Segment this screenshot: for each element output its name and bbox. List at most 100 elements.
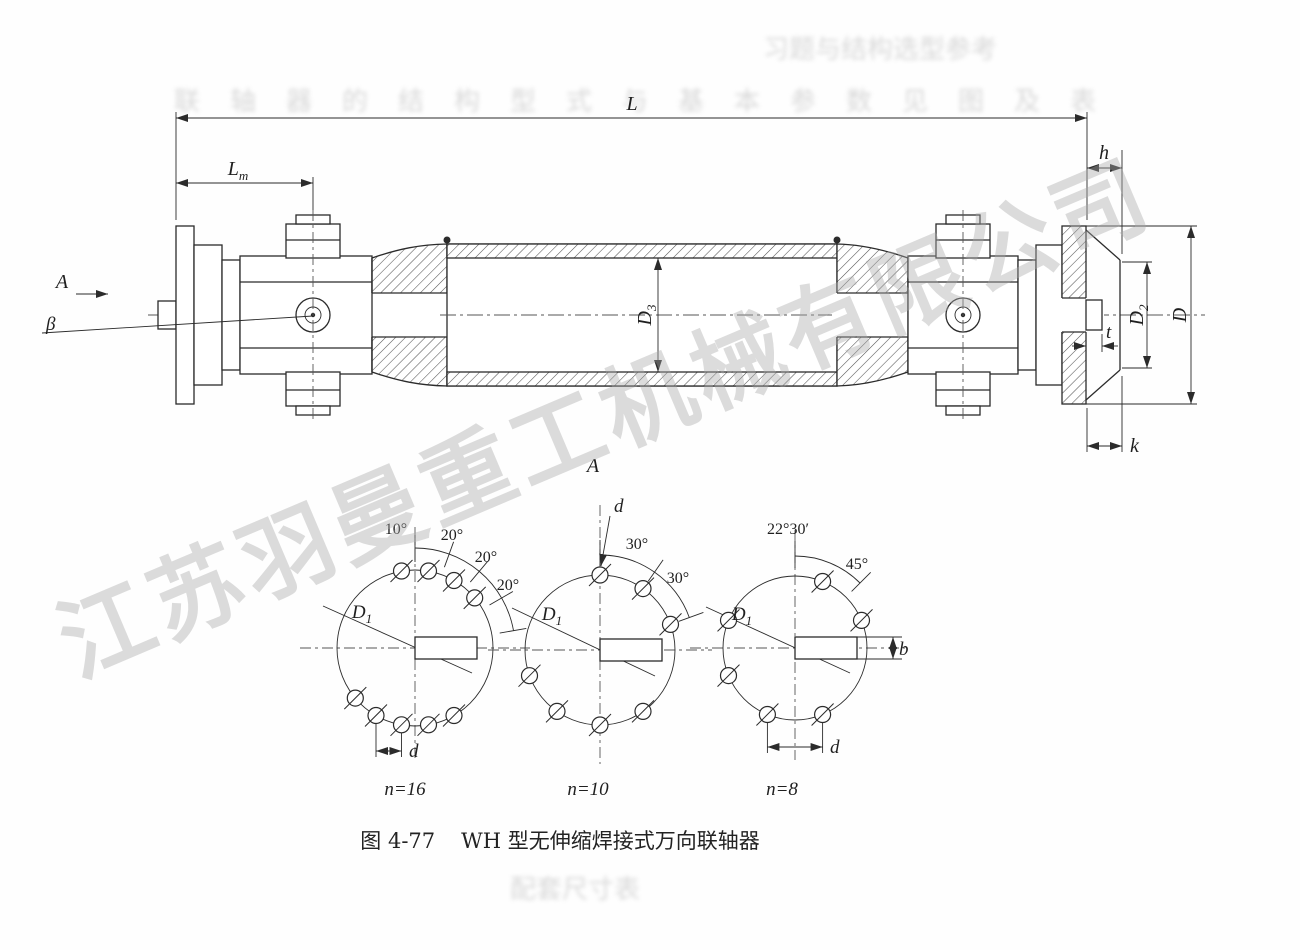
dim-D1-label: D1 bbox=[541, 604, 562, 628]
angle-label: 20° bbox=[475, 549, 497, 566]
bolt-hole bbox=[442, 704, 466, 727]
page-bleed-through: 习题与结构选型参考 联轴器的结构型式与基本参数见图及表 配套尺寸表 bbox=[174, 35, 1126, 905]
bolt-hole bbox=[811, 703, 834, 726]
beta-angle-label: β bbox=[45, 314, 56, 335]
detail-view-n10: d 30° 30° D1 n=10 bbox=[488, 496, 712, 800]
dim-h-label: h bbox=[1099, 142, 1109, 164]
dim-D1-label: D1 bbox=[731, 604, 752, 628]
dim-D3-main: D bbox=[634, 310, 656, 326]
dim-D1-sub: 1 bbox=[746, 613, 753, 628]
dim-D2-label: D2 bbox=[1126, 304, 1151, 326]
detail-section-A-label: A bbox=[585, 455, 600, 477]
bolt-hole bbox=[588, 713, 612, 737]
flange-dish-top bbox=[1085, 229, 1121, 261]
bolt-hole bbox=[390, 559, 413, 583]
dim-t-label: t bbox=[1106, 322, 1112, 343]
bolt-hole bbox=[390, 713, 413, 737]
bolt-hole bbox=[631, 577, 655, 600]
D1-diameter-line bbox=[511, 607, 656, 677]
dim-D-label: D bbox=[1169, 307, 1191, 323]
dim-d-label: d bbox=[409, 741, 419, 762]
angle-label: 30° bbox=[626, 536, 648, 553]
bolt-hole bbox=[417, 559, 440, 583]
right-flange-assembly bbox=[1017, 225, 1121, 405]
angle-label: 22°30′ bbox=[767, 521, 809, 538]
left-weld-flare bbox=[366, 243, 452, 387]
bolt-hole bbox=[442, 569, 466, 592]
dim-L-label: L bbox=[625, 93, 637, 115]
dim-k-label: k bbox=[1130, 435, 1140, 457]
bleed-text-2: 联轴器的结构型式与基本参数见图及表 bbox=[174, 87, 1126, 117]
bolt-hole bbox=[717, 664, 740, 687]
beta-angle-line bbox=[41, 315, 314, 334]
tube-wall-top bbox=[446, 243, 838, 259]
weld-dot-left bbox=[443, 236, 451, 244]
bolt-hole bbox=[463, 586, 487, 610]
watermark-text: 江苏羽曼重工机械有限公司 bbox=[44, 140, 1168, 698]
figure-caption-title: WH 型无伸缩焊接式万向联轴器 bbox=[461, 829, 760, 853]
dim-Lm-main: L bbox=[227, 158, 239, 180]
hole-count-label: n=16 bbox=[384, 779, 426, 800]
angle-label: 10° bbox=[385, 521, 407, 538]
figure-caption-number: 图 4-77 bbox=[360, 829, 435, 853]
bolt-hole bbox=[756, 703, 779, 726]
left-flange-plate bbox=[175, 225, 195, 405]
dim-D1-sub: 1 bbox=[556, 613, 563, 628]
left-hub bbox=[193, 244, 223, 386]
detail-views: A 10° 20° 20° 20° bbox=[300, 455, 909, 800]
detail-view-n8: 22°30′ 45° d b D1 n=8 bbox=[690, 521, 909, 800]
bleed-text-3: 配套尺寸表 bbox=[510, 875, 640, 905]
right-hub bbox=[1035, 244, 1063, 386]
dim-D2-main: D bbox=[1126, 310, 1148, 326]
dim-d-leader bbox=[599, 515, 611, 567]
bolt-circle-n16 bbox=[336, 569, 494, 727]
dim-d-label: d bbox=[614, 496, 624, 517]
bolt-hole bbox=[545, 700, 569, 723]
angle-label: 45° bbox=[846, 556, 868, 573]
flange-edge-tab bbox=[599, 638, 663, 662]
hole-count-label: n=8 bbox=[766, 779, 798, 800]
main-assembly-view bbox=[148, 210, 1205, 420]
dim-D1-main: D bbox=[541, 604, 556, 625]
dim-D3-label: D3 bbox=[634, 304, 659, 326]
D1-diameter-line bbox=[322, 605, 473, 674]
dim-D1-main: D bbox=[351, 602, 366, 623]
bolt-hole bbox=[631, 700, 655, 723]
bolt-hole bbox=[659, 613, 682, 636]
view-A-label: A bbox=[54, 271, 69, 293]
flange-edge-tab bbox=[414, 636, 478, 660]
angle-label: 20° bbox=[497, 577, 519, 594]
bolt-hole bbox=[518, 664, 541, 688]
dim-Lm-label: Lm bbox=[227, 158, 249, 183]
left-hub-step bbox=[221, 259, 241, 371]
dim-d-label: d bbox=[830, 737, 840, 758]
main-dimensions: L Lm h k t D3 D2 D A bbox=[41, 93, 1197, 457]
detail-view-n16: 10° 20° 20° 20° d D1 n=16 bbox=[300, 521, 530, 800]
bolt-circle-n8 bbox=[722, 575, 868, 721]
bleed-text-1: 习题与结构选型参考 bbox=[763, 35, 997, 65]
bolt-hole bbox=[343, 686, 367, 710]
angle-label: 30° bbox=[667, 570, 689, 587]
flange-dish-bottom bbox=[1085, 369, 1121, 401]
left-universal-joint bbox=[239, 210, 373, 420]
figure-caption: 图 4-77 WH 型无伸缩焊接式万向联轴器 bbox=[360, 829, 759, 853]
dim-b-label: b bbox=[899, 639, 909, 660]
bolt-hole bbox=[417, 713, 440, 737]
right-universal-joint bbox=[907, 210, 1019, 420]
weld-dot-right bbox=[833, 236, 841, 244]
bolt-hole bbox=[811, 570, 834, 593]
right-pilot-boss bbox=[1085, 299, 1103, 331]
dim-D1-main: D bbox=[731, 604, 746, 625]
tube-body bbox=[440, 236, 845, 387]
bolt-hole bbox=[588, 563, 612, 587]
dim-D1-sub: 1 bbox=[366, 611, 373, 626]
flange-edge-tab bbox=[794, 636, 858, 660]
dim-D1-label: D1 bbox=[351, 602, 372, 626]
bolt-hole bbox=[717, 609, 740, 632]
angle-label: 20° bbox=[441, 527, 463, 544]
bolt-hole bbox=[364, 704, 388, 727]
dim-D3-sub: 3 bbox=[644, 304, 659, 312]
hole-count-label: n=10 bbox=[567, 779, 609, 800]
